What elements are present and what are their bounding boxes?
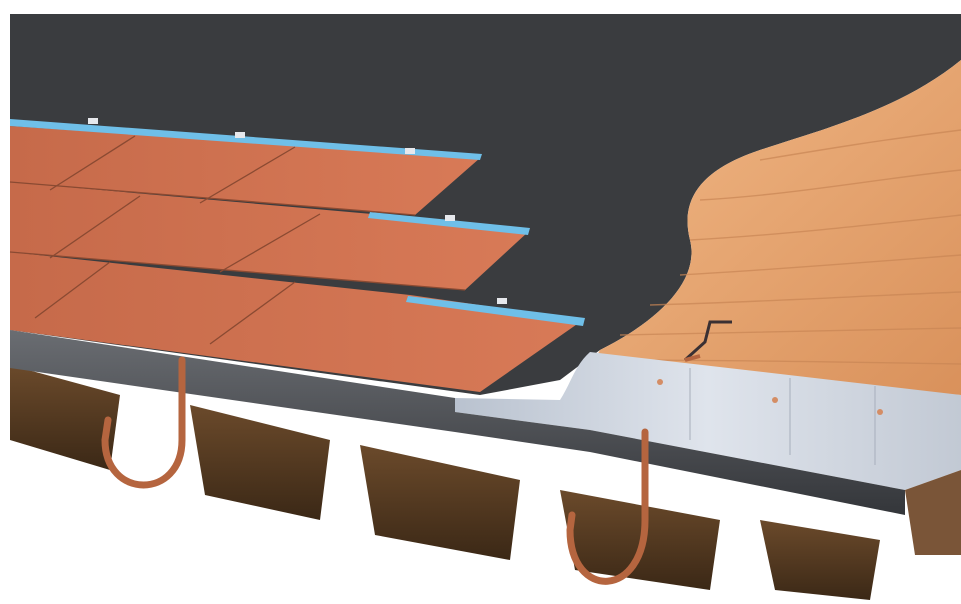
rafter xyxy=(190,405,330,520)
rafter xyxy=(760,520,880,600)
rafter xyxy=(360,445,520,560)
